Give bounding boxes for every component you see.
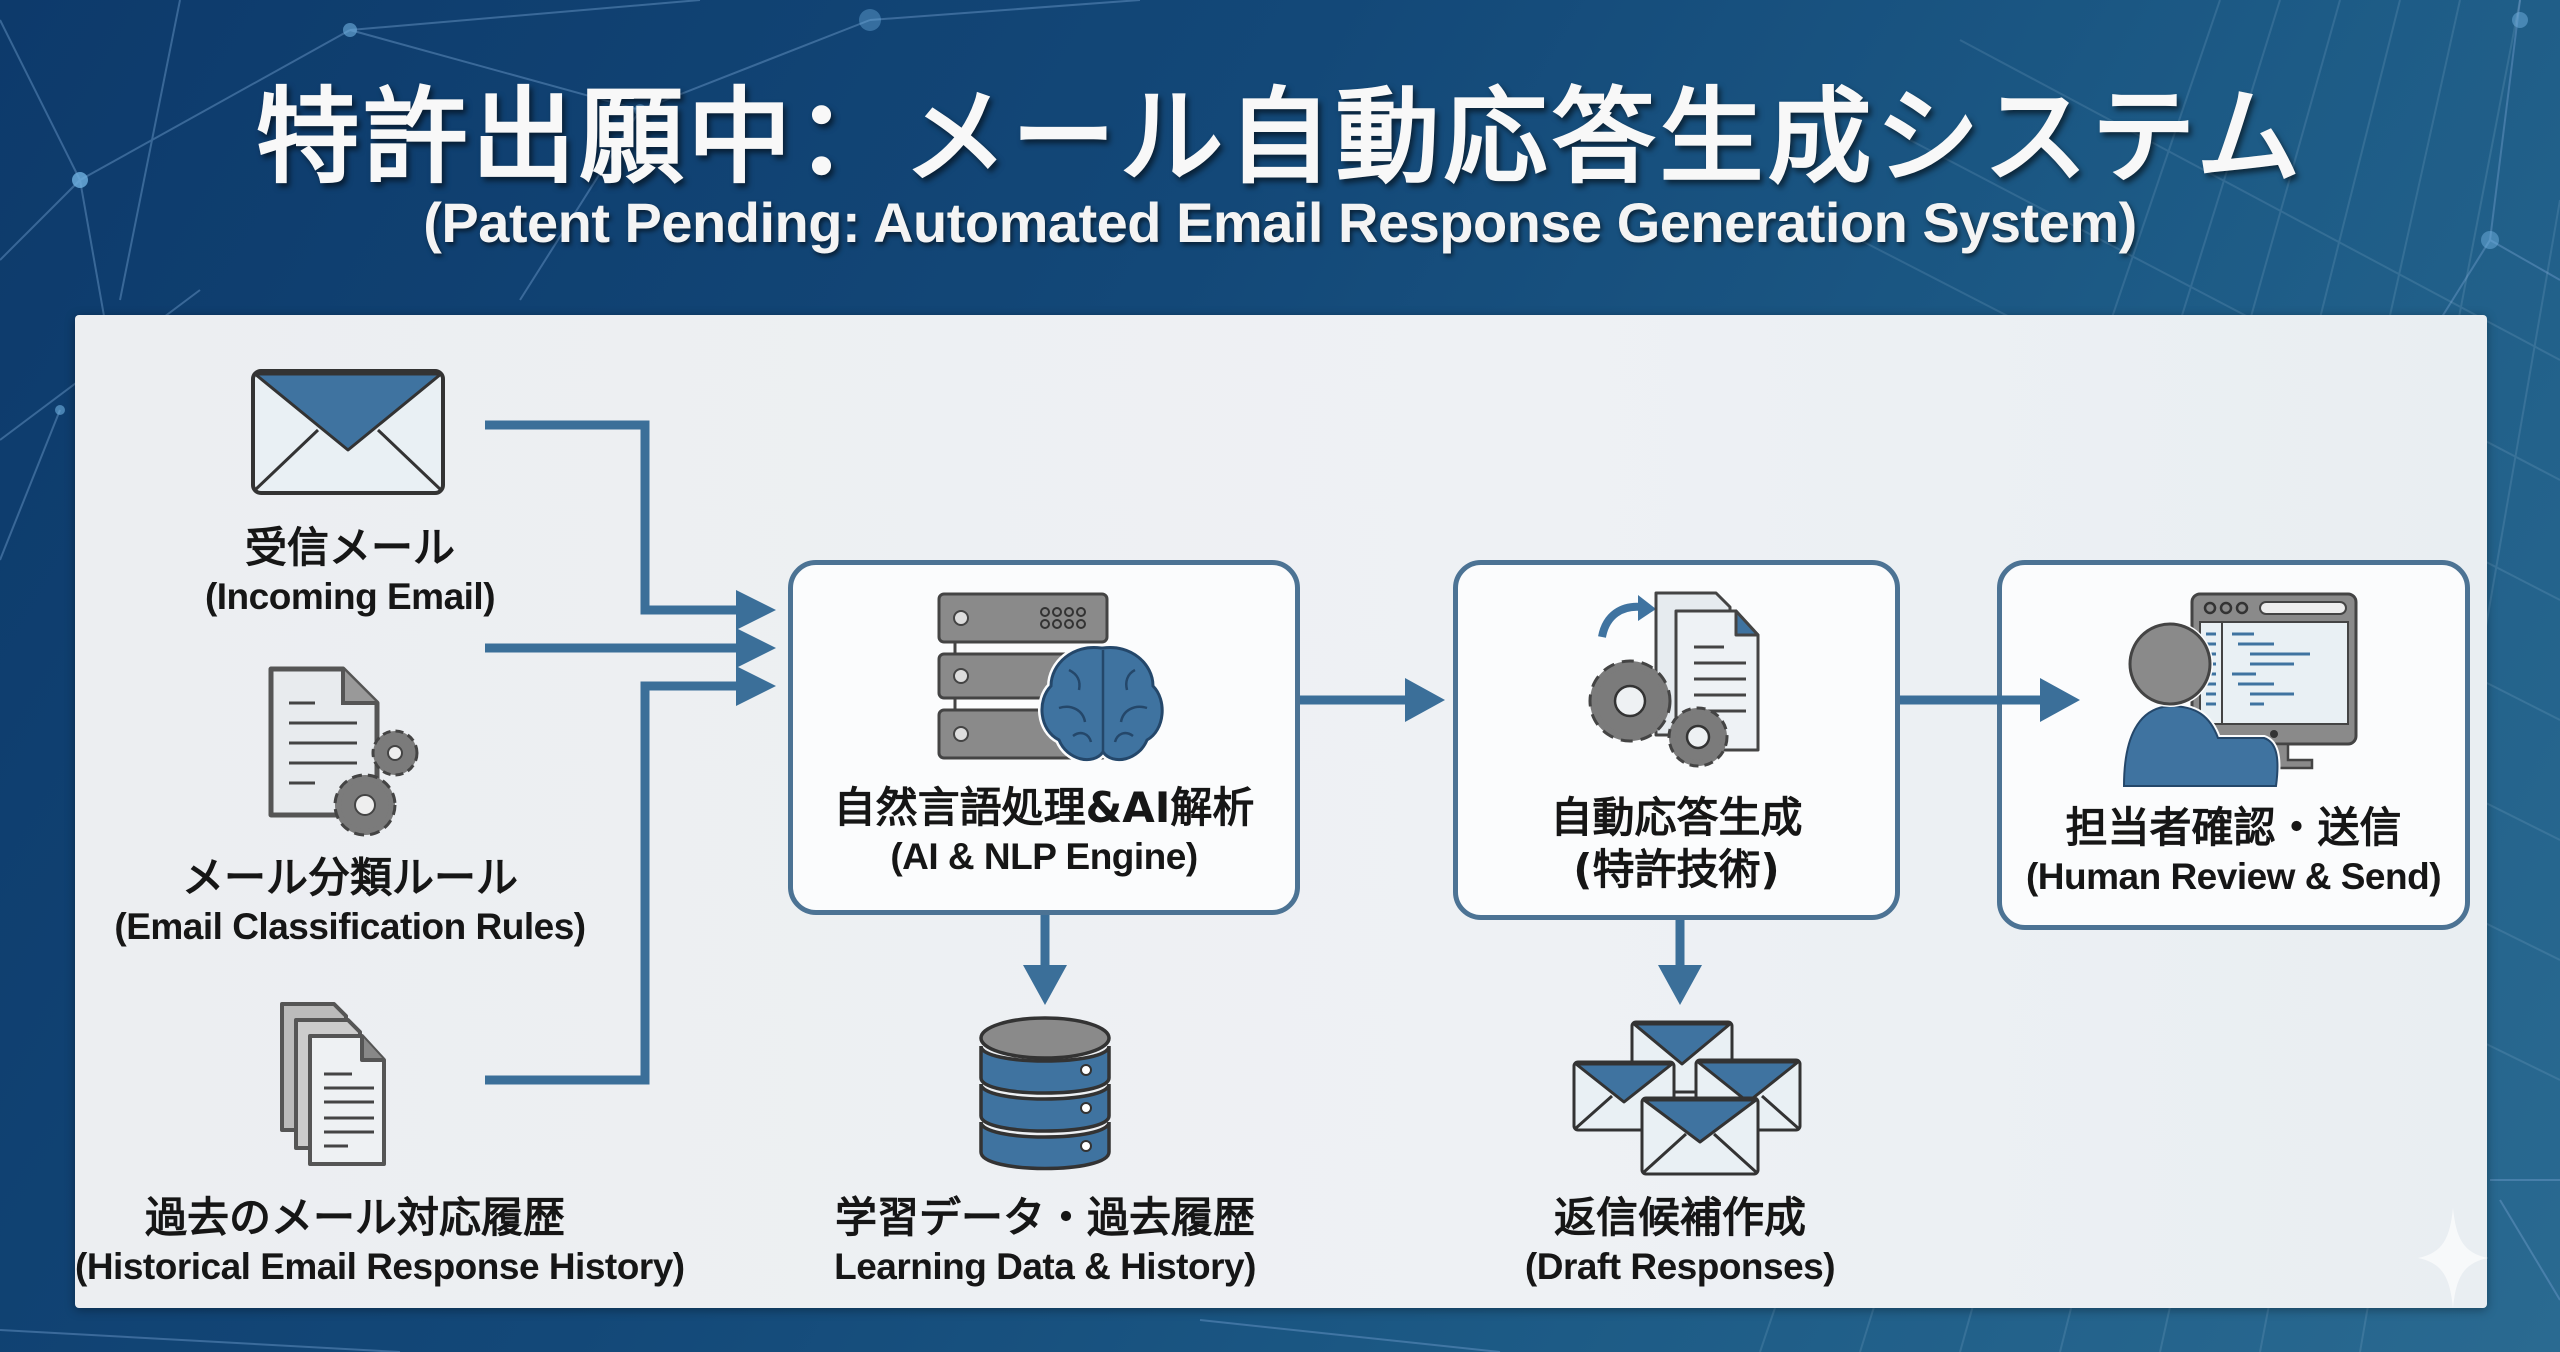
incoming-email-jp: 受信メール xyxy=(244,523,455,572)
learning-data-label: 学習データ・過去履歴 Learning Data & History) xyxy=(790,1192,1300,1290)
auto-response-jp: 自動応答生成 xyxy=(1550,793,1803,842)
human-review-en: (Human Review & Send) xyxy=(2025,856,2442,897)
draft-responses-label: 返信候補作成 (Draft Responses) xyxy=(1470,1192,1890,1290)
ai-engine-label: 自然言語処理&AI解析 (AI & NLP Engine) xyxy=(788,782,1300,880)
ai-engine-jp: 自然言語処理&AI解析 xyxy=(833,783,1255,832)
learning-data-jp: 学習データ・過去履歴 xyxy=(834,1193,1255,1242)
page-title: 特許出願中：メール自動応答生成システム xyxy=(255,76,2305,198)
human-review-label: 担当者確認・送信 (Human Review & Send) xyxy=(1997,802,2470,900)
draft-responses-en: (Draft Responses) xyxy=(1524,1246,1836,1287)
document-gears-icon xyxy=(268,666,419,837)
ai-engine-en: (AI & NLP Engine) xyxy=(890,836,1198,877)
learning-data-en: Learning Data & History) xyxy=(834,1246,1256,1287)
gears-documents-icon xyxy=(1588,591,1760,768)
classification-rules-label: メール分類ルール (Email Classification Rules) xyxy=(90,852,610,950)
history-label: 過去のメール対応履歴 (Historical Email Response Hi… xyxy=(75,1192,685,1290)
stacked-documents-icon xyxy=(280,1002,386,1166)
person-monitor-icon xyxy=(2120,592,2358,788)
database-icon xyxy=(979,1016,1111,1171)
multiple-envelopes-icon xyxy=(1572,1020,1802,1176)
server-brain-icon xyxy=(937,592,1165,764)
auto-response-label: 自動応答生成 (特許技術) xyxy=(1453,792,1900,896)
classification-rules-en: (Email Classification Rules) xyxy=(114,906,586,947)
history-jp: 過去のメール対応履歴 xyxy=(144,1193,565,1242)
history-en: (Historical Email Response History) xyxy=(75,1246,685,1287)
incoming-email-label: 受信メール (Incoming Email) xyxy=(140,522,560,620)
sparkle-watermark-icon xyxy=(2418,1208,2488,1308)
human-review-jp: 担当者確認・送信 xyxy=(2065,803,2402,852)
auto-response-sub: (特許技術) xyxy=(1573,845,1780,894)
page-subtitle: (Patent Pending: Automated Email Respons… xyxy=(423,191,2137,254)
classification-rules-jp: メール分類ルール xyxy=(181,853,518,902)
envelope-icon xyxy=(251,369,445,495)
incoming-email-en: (Incoming Email) xyxy=(204,576,496,617)
draft-responses-jp: 返信候補作成 xyxy=(1553,1193,1806,1242)
